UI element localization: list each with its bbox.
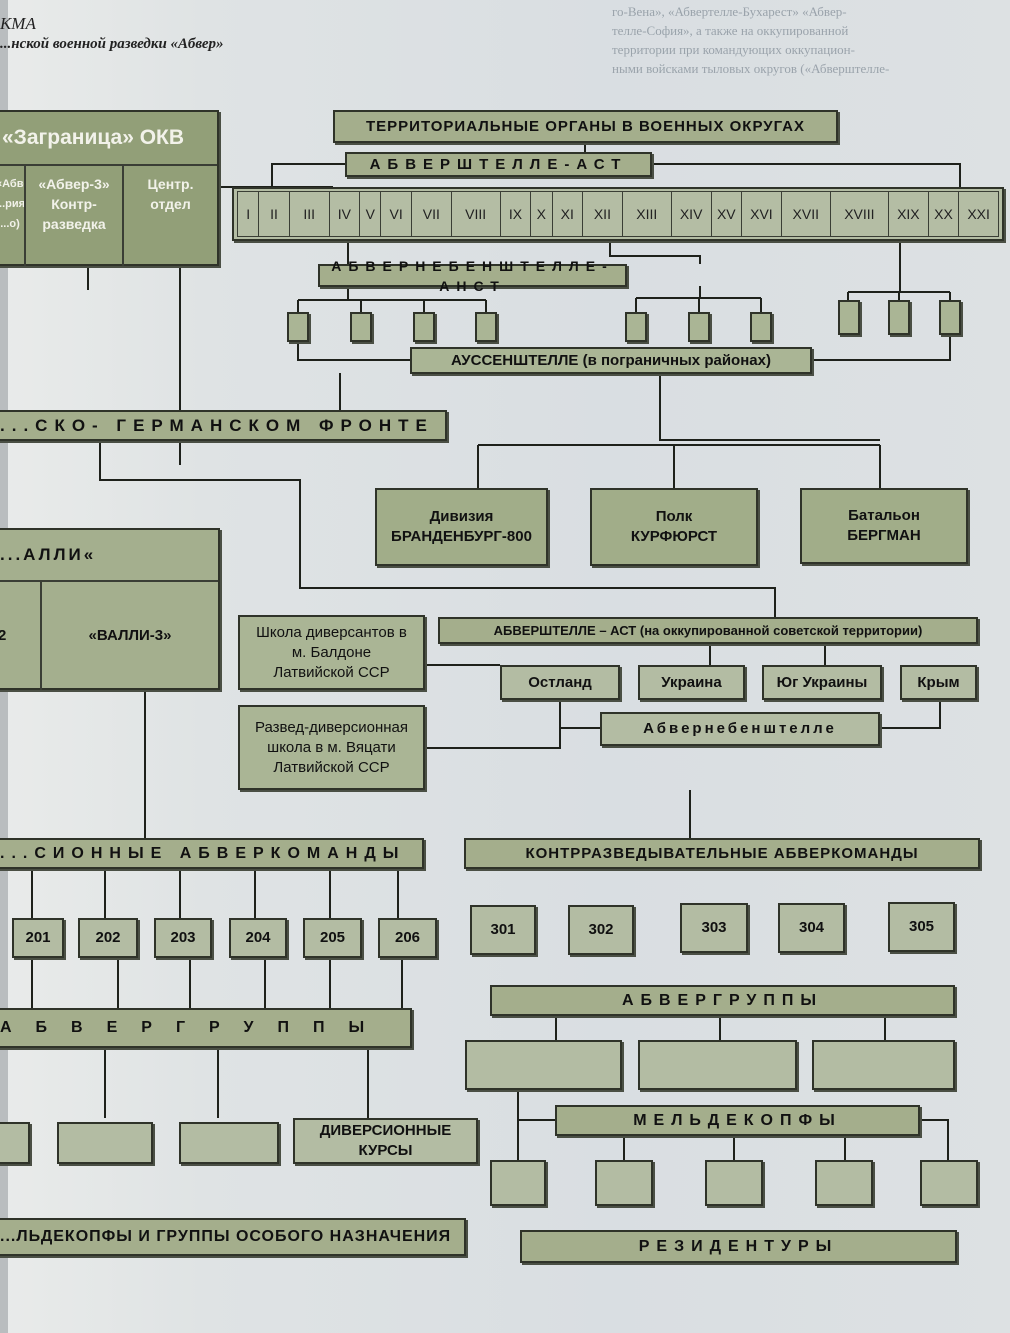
okw-col-abwehr2: «Абвер-2» ...рия ...о) bbox=[0, 166, 26, 266]
district-iii: III bbox=[290, 192, 330, 236]
background-text: телле-София», а также на оккупированной bbox=[612, 23, 849, 38]
region-south-ukraine: Юг Украины bbox=[762, 665, 882, 700]
anst-unit-box bbox=[413, 312, 435, 342]
background-text: ными войсками тыловых округов («Абверште… bbox=[612, 61, 890, 76]
diversion-courses: ДИВЕРСИОННЫЕ КУРСЫ bbox=[293, 1118, 478, 1164]
diversion-group-box bbox=[0, 1122, 30, 1164]
team-203: 203 bbox=[154, 918, 212, 958]
district-i: I bbox=[238, 192, 260, 236]
team-206: 206 bbox=[378, 918, 437, 958]
meldekopf-special-groups-banner: ...ЛЬДЕКОПФЫ И ГРУППЫ ОСОБОГО НАЗНАЧЕНИЯ bbox=[0, 1218, 466, 1256]
abwehrstelle-ast: АБВЕРШТЕЛЛЕ-АСТ bbox=[345, 152, 652, 177]
okw-title: «Заграница» ОКВ bbox=[0, 112, 217, 166]
walli-title: ...АЛЛИ« bbox=[0, 530, 218, 582]
school-vyacati: Развед-диверсионная школа в м. Вяцати Ла… bbox=[238, 705, 425, 790]
territorial-organs: ТЕРРИТОРИАЛЬНЫЕ ОРГАНЫ В ВОЕННЫХ ОКРУГАХ bbox=[333, 110, 838, 143]
unit-name: БРАНДЕНБУРГ-800 bbox=[391, 528, 532, 545]
abwehrnebenstelle-anst: АБВЕРНЕБЕНШТЕЛЛЕ-АНСТ bbox=[318, 258, 627, 294]
diagram-title: ...нской военной разведки «Абвер» bbox=[0, 36, 224, 52]
counter-group-box bbox=[812, 1040, 955, 1090]
district-xvi: XVI bbox=[742, 192, 782, 236]
team-201: 201 bbox=[12, 918, 64, 958]
team-302: 302 bbox=[568, 905, 634, 955]
unit-type: Дивизия bbox=[429, 508, 494, 525]
unit-name: БЕРГМАН bbox=[847, 527, 921, 544]
district-xx: XX bbox=[929, 192, 960, 236]
eastern-front-banner: ...СКО- ГЕРМАНСКОМ ФРОНТЕ bbox=[0, 410, 447, 441]
section-header: КМА bbox=[0, 14, 36, 33]
district-vi: VI bbox=[381, 192, 412, 236]
counter-group-box bbox=[638, 1040, 797, 1090]
counter-groups-banner: АБВЕРГРУППЫ bbox=[490, 985, 955, 1016]
district-v: V bbox=[360, 192, 382, 236]
okw-col-abwehr3: «Абвер-3» Контр-разведка bbox=[26, 166, 124, 266]
meldekopf-box bbox=[705, 1160, 763, 1206]
district-xvii: XVII bbox=[782, 192, 831, 236]
meldekopf-box bbox=[595, 1160, 653, 1206]
anst-unit-box bbox=[838, 300, 860, 335]
team-301: 301 bbox=[470, 905, 536, 955]
district-xix: XIX bbox=[889, 192, 929, 236]
district-xv: XV bbox=[712, 192, 743, 236]
district-xii: XII bbox=[583, 192, 623, 236]
walli-2: 2 bbox=[0, 582, 42, 690]
okw-col-central: Центр. отдел bbox=[147, 176, 194, 212]
district-xviii: XVIII bbox=[831, 192, 889, 236]
anst-unit-box bbox=[688, 312, 710, 342]
team-303: 303 bbox=[680, 903, 748, 953]
okw-box: «Заграница» ОКВ «Абвер-2» ...рия ...о) «… bbox=[0, 110, 219, 266]
team-204: 204 bbox=[229, 918, 287, 958]
anst-unit-box bbox=[625, 312, 647, 342]
background-text: территории при командующих оккупацион- bbox=[612, 42, 855, 57]
residentura-banner: РЕЗИДЕНТУРЫ bbox=[520, 1230, 957, 1263]
background-text: го-Вена», «Абвертелле-Бухарест» «Абвер- bbox=[612, 4, 847, 19]
team-305: 305 bbox=[888, 902, 955, 952]
meldekopf-box bbox=[815, 1160, 873, 1206]
district-xiii: XIII bbox=[623, 192, 672, 236]
anst-unit-box bbox=[939, 300, 961, 335]
school-baldone: Школа диверсантов в м. Балдоне Латвийско… bbox=[238, 615, 425, 690]
walli-3: «ВАЛЛИ-3» bbox=[88, 627, 172, 644]
aussenstelle: АУССЕНШТЕЛЛЕ (в пограничных районах) bbox=[410, 347, 812, 374]
district-viii: VIII bbox=[452, 192, 501, 236]
district-ix: IX bbox=[501, 192, 532, 236]
walli-box: ...АЛЛИ« 2 «ВАЛЛИ-3» bbox=[0, 528, 220, 690]
unit-name: КУРФЮРСТ bbox=[630, 528, 718, 545]
anst-unit-box bbox=[475, 312, 497, 342]
district-ii: II bbox=[259, 192, 290, 236]
abwehrstelle-occupied: АБВЕРШТЕЛЛЕ – АСТ (на оккупированной сов… bbox=[438, 617, 978, 644]
district-x: X bbox=[531, 192, 553, 236]
district-vii: VII bbox=[412, 192, 452, 236]
district-xxi: XXI bbox=[967, 206, 990, 222]
counterintel-teams-banner: КОНТРРАЗВЕДЫВАТЕЛЬНЫЕ АБВЕРКОМАНДЫ bbox=[464, 838, 980, 869]
counter-group-box bbox=[465, 1040, 622, 1090]
district-xi: XI bbox=[553, 192, 584, 236]
region-crimea: Крым bbox=[900, 665, 977, 700]
team-202: 202 bbox=[78, 918, 138, 958]
unit-type: Полк bbox=[655, 508, 693, 525]
anst-unit-box bbox=[888, 300, 910, 335]
anst-unit-box bbox=[350, 312, 372, 342]
diversion-groups-banner: АБВЕРГРУППЫ bbox=[0, 1008, 412, 1048]
abwehrnebenstelle: Абвернебенштелле bbox=[600, 712, 880, 746]
diversion-group-box bbox=[179, 1122, 279, 1164]
diversion-teams-banner: ...СИОННЫЕ АБВЕРКОМАНДЫ bbox=[0, 838, 424, 869]
diversion-group-box bbox=[57, 1122, 153, 1164]
team-205: 205 bbox=[303, 918, 362, 958]
team-304: 304 bbox=[778, 903, 845, 953]
district-xiv: XIV bbox=[672, 192, 712, 236]
meldekopf-banner: МЕЛЬДЕКОПФЫ bbox=[555, 1105, 920, 1136]
region-ukraine: Украина bbox=[638, 665, 745, 700]
anst-unit-box bbox=[287, 312, 309, 342]
region-ostland: Остланд bbox=[500, 665, 620, 700]
meldekopf-box bbox=[490, 1160, 546, 1206]
unit-type: Батальон bbox=[848, 507, 920, 524]
meldekopf-box bbox=[920, 1160, 978, 1206]
district-iv: IV bbox=[330, 192, 361, 236]
anst-unit-box bbox=[750, 312, 772, 342]
